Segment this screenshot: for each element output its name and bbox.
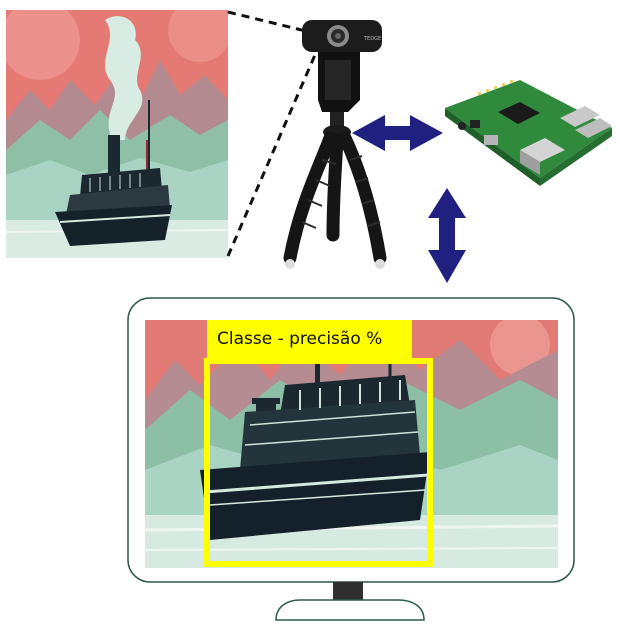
webcam-on-tripod-icon: TEDGE bbox=[283, 20, 387, 269]
arrow-pi-to-monitor bbox=[428, 188, 466, 283]
detection-bounding-box bbox=[204, 358, 433, 567]
screen-steamboat bbox=[200, 360, 430, 540]
source-image bbox=[6, 10, 228, 258]
webcam-brand: TEDGE bbox=[363, 36, 381, 42]
raspberry-pi-board-icon bbox=[445, 80, 612, 186]
detection-label: Classe - precisão % bbox=[207, 320, 412, 358]
steamboat bbox=[55, 100, 172, 246]
arrow-webcam-to-pi bbox=[352, 115, 443, 151]
